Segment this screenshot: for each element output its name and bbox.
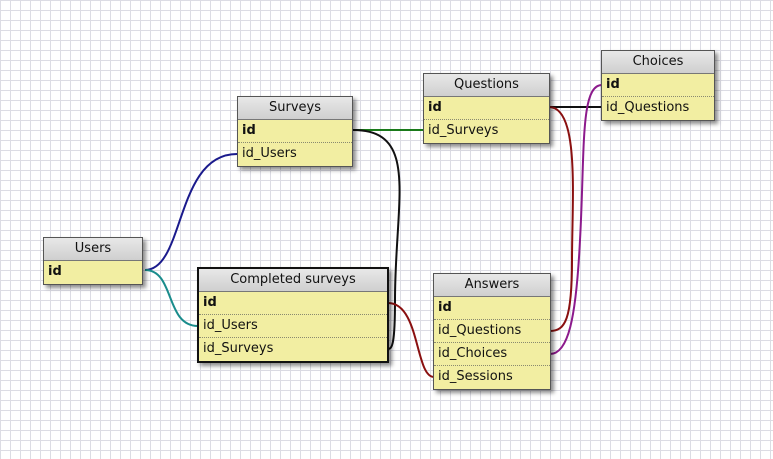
relation-answers-sessions[interactable] bbox=[387, 302, 435, 378]
table-answers[interactable]: Answers id id_Questions id_Choices id_Se… bbox=[433, 273, 551, 390]
field-id-users[interactable]: id_Users bbox=[242, 146, 297, 161]
field-id-questions[interactable]: id_Questions bbox=[606, 100, 690, 115]
table-title: Completed surveys bbox=[199, 269, 387, 292]
relation-answers-questions[interactable] bbox=[548, 106, 574, 332]
table-title: Choices bbox=[602, 51, 714, 74]
relation-surveys-users[interactable] bbox=[144, 153, 238, 271]
field-id-surveys[interactable]: id_Surveys bbox=[203, 341, 274, 356]
table-choices[interactable]: Choices id id_Questions bbox=[601, 50, 715, 121]
field-id-users[interactable]: id_Users bbox=[199, 315, 387, 338]
table-title: Surveys bbox=[238, 97, 352, 120]
field-id[interactable]: id bbox=[48, 264, 62, 279]
table-users[interactable]: Users id bbox=[43, 237, 143, 285]
table-title: Questions bbox=[424, 74, 549, 97]
table-title: Answers bbox=[434, 274, 550, 297]
field-id[interactable]: id bbox=[238, 120, 352, 143]
field-id[interactable]: id bbox=[424, 97, 549, 120]
field-id-sessions[interactable]: id_Sessions bbox=[438, 369, 513, 384]
table-title: Users bbox=[44, 238, 142, 261]
field-id[interactable]: id bbox=[602, 74, 714, 97]
table-surveys[interactable]: Surveys id id_Users bbox=[237, 96, 353, 167]
field-id-choices[interactable]: id_Choices bbox=[434, 343, 550, 366]
relation-answers-choices[interactable] bbox=[549, 84, 603, 355]
relation-completed-users[interactable] bbox=[144, 269, 199, 327]
table-questions[interactable]: Questions id id_Surveys bbox=[423, 73, 550, 144]
table-completed-surveys[interactable]: Completed surveys id id_Users id_Surveys bbox=[197, 267, 389, 363]
field-id[interactable]: id bbox=[434, 297, 550, 320]
field-id-questions[interactable]: id_Questions bbox=[434, 320, 550, 343]
field-id[interactable]: id bbox=[199, 292, 387, 315]
field-id-surveys[interactable]: id_Surveys bbox=[428, 123, 499, 138]
